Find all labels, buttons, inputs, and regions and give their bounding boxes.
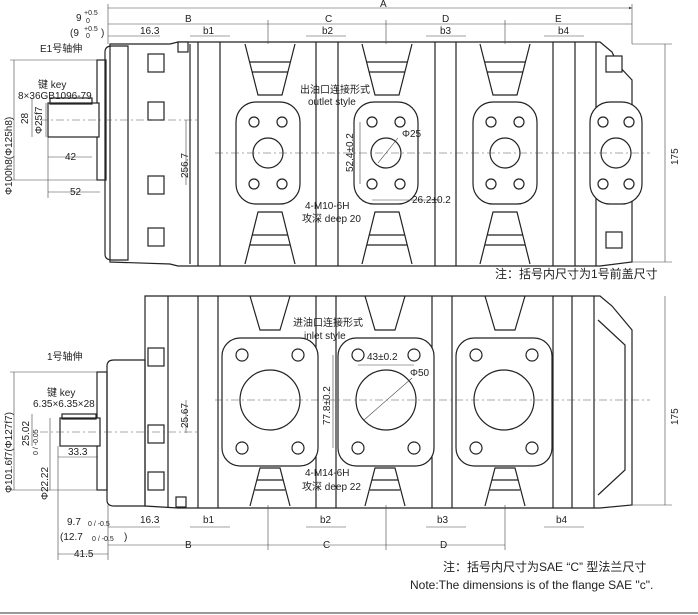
top-view: A B C D E b1 b2 b3 b4 16.3 9 +0.5 0 (9 +…: [4, 0, 681, 281]
dim-A: A: [380, 0, 387, 10]
dim-bolt-span: 25.67: [180, 403, 191, 428]
dim-pilot-alt-close: ): [124, 532, 127, 543]
thread-spec: 4-M10-6H: [305, 201, 349, 212]
bolt-nuts: [147, 347, 187, 508]
bolt-nuts: [147, 41, 623, 249]
key-spec: 6.35×6.35×28: [33, 399, 95, 410]
dim-b4: b4: [556, 515, 568, 526]
thread-depth: 攻深 deep 22: [302, 480, 361, 493]
top-note: 注：括号内尺寸为1号前盖尺寸: [495, 266, 658, 281]
shaft-label: E1号轴伸: [40, 42, 82, 55]
dim-port-pitch-h: 43±0.2: [367, 352, 398, 363]
dim-b3: b3: [437, 515, 449, 526]
outlet-label-en: outlet style: [308, 97, 356, 108]
dim-C: C: [323, 540, 330, 551]
dim-pilot-alt: (9: [70, 28, 79, 39]
bottom-dimension-labels: B C D b1 b2 b3 b4 16.3 9.7 0 / -0.5 (12.…: [4, 316, 681, 592]
shaft-key: [49, 97, 93, 105]
key-label: 键 key: [38, 78, 66, 91]
dim-pilot-alt: (12.7: [60, 532, 83, 543]
dim-pilot-alt-tol-low: 0: [86, 33, 90, 40]
dim-shaft-len: 52: [70, 187, 82, 198]
dim-b1: b1: [203, 26, 215, 37]
dim-D: D: [442, 14, 449, 25]
inlet-label-en: inlet style: [304, 331, 346, 342]
top-dimension-lines: [10, 4, 672, 263]
dim-pilot-tol-up: +0.5: [84, 10, 98, 17]
dim-port-pitch-h: 26.2±0.2: [412, 195, 451, 206]
dim-shaft-pilot: Φ101.6f7(Φ127f7): [4, 412, 15, 493]
shaft-key: [61, 413, 97, 420]
dim-shaft-dia: Φ22.22: [40, 467, 51, 500]
dim-b4: b4: [558, 26, 570, 37]
grooves: [244, 43, 531, 265]
dim-pilot: 9.7: [67, 517, 81, 528]
thread-spec: 4-M14-6H: [305, 468, 349, 479]
dim-port-dia: Φ50: [410, 368, 430, 379]
dim-b1: b1: [203, 515, 215, 526]
dim-bolt-span: 256.7: [180, 153, 191, 178]
dim-b2: b2: [320, 515, 332, 526]
dim-pilot-alt-close: ): [101, 28, 104, 39]
key-label: 键 key: [47, 386, 75, 399]
dim-shaft-dia-tol: 0 / -0.05: [33, 429, 40, 455]
dim-shaft-total: 41.5: [74, 549, 94, 560]
dim-D: D: [440, 540, 447, 551]
dim-key-height: 25.02: [21, 421, 32, 446]
dim-flange-offset: 16.3: [140, 26, 160, 37]
dim-shaft-dia: Φ25f7: [34, 106, 45, 134]
dim-pilot: 9: [76, 13, 82, 24]
thread-depth: 攻深 deep 20: [302, 212, 361, 225]
front-flange: [104, 45, 129, 261]
bottom-view: B C D b1 b2 b3 b4 16.3 9.7 0 / -0.5 (12.…: [4, 295, 681, 592]
dim-port-dia: Φ25: [402, 129, 422, 140]
inlet-flanges: [221, 319, 626, 496]
bottom-border: [0, 612, 698, 614]
dim-b3: b3: [440, 26, 452, 37]
bottom-dimension-lines: [10, 296, 672, 560]
dim-flange-offset: 16.3: [140, 515, 160, 526]
dim-pilot-alt-tol: 0 / -0.5: [92, 536, 114, 543]
dim-shaft-len-key: 33.3: [68, 447, 88, 458]
grooves: [249, 295, 526, 507]
shaft-label: 1号轴伸: [47, 350, 83, 363]
dim-key-height: 28: [20, 112, 31, 124]
dim-B: B: [185, 14, 192, 25]
key-spec: 8×36GB1096-79: [18, 91, 92, 102]
dim-B: B: [185, 540, 192, 551]
dim-E: E: [555, 14, 562, 25]
bottom-note-en: Note:The dimensions is of the flange SAE…: [410, 578, 653, 592]
inlet-label-cn: 进油口连接形式: [293, 316, 363, 329]
dim-port-pitch-v: 77.8±0.2: [322, 386, 333, 425]
front-flange: [106, 359, 146, 507]
dim-b2: b2: [322, 26, 334, 37]
dim-pilot-tol: 0 / -0.5: [88, 521, 110, 528]
outlet-label-cn: 出油口连接形式: [300, 83, 370, 96]
top-dimension-labels: A B C D E b1 b2 b3 b4 16.3 9 +0.5 0 (9 +…: [4, 0, 681, 281]
dim-C: C: [325, 14, 332, 25]
dim-port-pitch-v: 52.4±0.2: [345, 133, 356, 172]
dim-shaft-pilot: Φ100h8(Φ125h8): [4, 117, 15, 195]
bottom-note-cn: 注：括号内尺寸为SAE “C” 型法兰尺寸: [443, 559, 646, 574]
dim-pilot-alt-tol-up: +0.5: [84, 26, 98, 33]
dim-shaft-len-key: 42: [65, 152, 77, 163]
dim-pilot-tol-low: 0: [86, 18, 90, 25]
dim-height: 175: [670, 408, 681, 425]
dim-height: 175: [670, 148, 681, 165]
